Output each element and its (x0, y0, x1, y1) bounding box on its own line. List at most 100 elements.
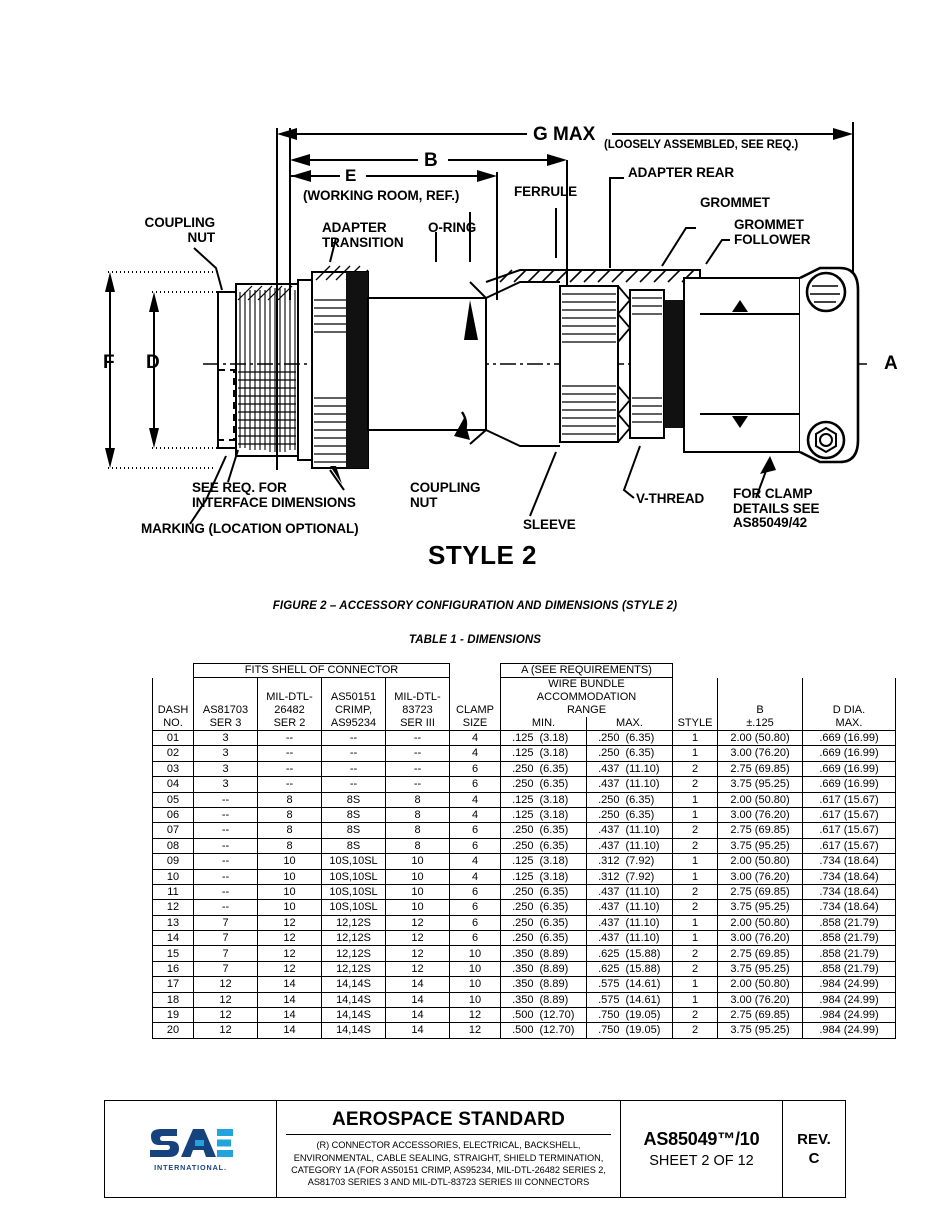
header-blank-b-2 (717, 677, 803, 691)
cell-as50151: 10S,10SL (321, 853, 386, 870)
cell-max-mm: (11.10) (625, 901, 660, 914)
header-blank-26482 (257, 677, 322, 691)
cell-min: .350(8.89) (500, 976, 587, 993)
cell-min-mm: (3.18) (539, 870, 569, 883)
cell-as81703: 7 (193, 930, 258, 947)
cell-style: 2 (672, 945, 718, 962)
cell-max-inch: .437 (598, 824, 620, 837)
cell-min: .125(3.18) (500, 729, 587, 747)
cell-dash: 09 (152, 853, 194, 870)
header-blank-b-3 (717, 691, 803, 704)
cell-mil26482: 10 (257, 853, 322, 870)
header-accommodation: ACCOMMODATION (500, 691, 673, 704)
header-blank-style-3 (672, 691, 718, 704)
sae-international-text: INTERNATIONAL. (154, 1162, 227, 1172)
header-ddia-line1: D DIA. (802, 704, 896, 717)
cell-clamp: 4 (449, 868, 501, 885)
cell-min-inch: .250 (512, 901, 534, 914)
cell-max-mm: (6.35) (625, 793, 655, 806)
cell-max: .437(11.10) (586, 914, 673, 932)
header-mil-83723-line3: SER III (385, 717, 450, 731)
cell-dash: 10 (152, 868, 194, 885)
table-header-row-2: WIRE BUNDLE (152, 677, 896, 691)
cell-as81703: 3 (193, 729, 258, 747)
cell-min-inch: .350 (512, 993, 534, 1006)
header-fits-shell-of-connector: FITS SHELL OF CONNECTOR (193, 663, 450, 678)
cell-clamp: 6 (449, 776, 501, 793)
header-style: STYLE (672, 717, 718, 731)
cell-min: .125(3.18) (500, 791, 587, 808)
cell-clamp: 10 (449, 960, 501, 978)
cell-ddia: .858 (21.79) (802, 914, 896, 932)
cell-ddia: .734 (18.64) (802, 853, 896, 870)
cell-clamp: 6 (449, 914, 501, 932)
header-blank-50151 (321, 677, 386, 691)
cell-clamp: 10 (449, 945, 501, 962)
cell-mil83723: 12 (385, 930, 450, 947)
cell-b: 3.00 (76.20) (717, 991, 803, 1009)
dimension-label-e: E (345, 166, 357, 185)
cell-dash: 20 (152, 1022, 194, 1039)
cell-style: 2 (672, 760, 718, 778)
dimension-note-g-max: (LOOSELY ASSEMBLED, SEE REQ.) (604, 139, 799, 151)
cell-max-mm: (6.35) (625, 747, 655, 760)
cell-mil26482: 12 (257, 930, 322, 947)
cell-max-inch: .250 (598, 808, 620, 821)
header-mil-26482-line3: SER 2 (257, 717, 322, 731)
cell-ddia: .858 (21.79) (802, 945, 896, 962)
table-header: FITS SHELL OF CONNECTOR A (SEE REQUIREME… (152, 663, 896, 731)
cell-as81703: 12 (193, 991, 258, 1009)
cell-ddia: .617 (15.67) (802, 791, 896, 808)
cell-as81703: -- (193, 822, 258, 839)
cell-ddia: .669 (16.99) (802, 776, 896, 793)
cell-ddia: .984 (24.99) (802, 976, 896, 993)
cell-max: .750(19.05) (586, 1022, 673, 1039)
cell-mil83723: -- (385, 760, 450, 778)
cell-mil26482: 10 (257, 899, 322, 916)
cell-max-inch: .625 (598, 947, 620, 960)
cell-min: .250(6.35) (500, 760, 587, 778)
cell-b: 3.75 (95.25) (717, 899, 803, 916)
cell-min-inch: .250 (512, 916, 534, 929)
header-clamp-line1: CLAMP (449, 704, 501, 717)
title-divider (286, 1133, 611, 1136)
cell-min-inch: .500 (512, 1009, 534, 1022)
cell-min-mm: (6.35) (539, 901, 569, 914)
document-number: AS85049™/10 (643, 1129, 760, 1149)
callout-grommet: GROMMET (700, 195, 770, 210)
cell-as50151: 8S (321, 791, 386, 808)
cell-max-inch: .437 (598, 901, 620, 914)
header-as81703-line1: AS81703 (193, 704, 258, 717)
cell-max-inch: .575 (598, 978, 620, 991)
cell-mil26482: 8 (257, 791, 322, 808)
cell-mil83723: 10 (385, 868, 450, 885)
cell-max-inch: .250 (598, 793, 620, 806)
cell-dash: 01 (152, 729, 194, 747)
table-caption: TABLE 1 - DIMENSIONS (408, 634, 542, 646)
cell-mil26482: -- (257, 776, 322, 793)
cell-mil26482: 8 (257, 822, 322, 839)
cell-as81703: 7 (193, 914, 258, 932)
header-blank-dash-3 (152, 691, 194, 704)
cell-max-mm: (11.10) (625, 762, 660, 775)
cell-mil83723: 14 (385, 1022, 450, 1039)
cell-min-inch: .250 (512, 778, 534, 791)
cell-b: 2.00 (50.80) (717, 914, 803, 932)
cell-min-mm: (8.89) (539, 978, 569, 991)
cell-max-mm: (11.10) (625, 839, 660, 852)
cell-max: .250(6.35) (586, 745, 673, 762)
cell-as50151: 8S (321, 837, 386, 855)
cell-b: 2.00 (50.80) (717, 729, 803, 747)
cell-as81703: 12 (193, 976, 258, 993)
cell-clamp: 12 (449, 1007, 501, 1024)
cell-b: 3.00 (76.20) (717, 745, 803, 762)
cell-ddia: .984 (24.99) (802, 1007, 896, 1024)
cell-dash: 08 (152, 837, 194, 855)
cell-mil83723: 12 (385, 960, 450, 978)
